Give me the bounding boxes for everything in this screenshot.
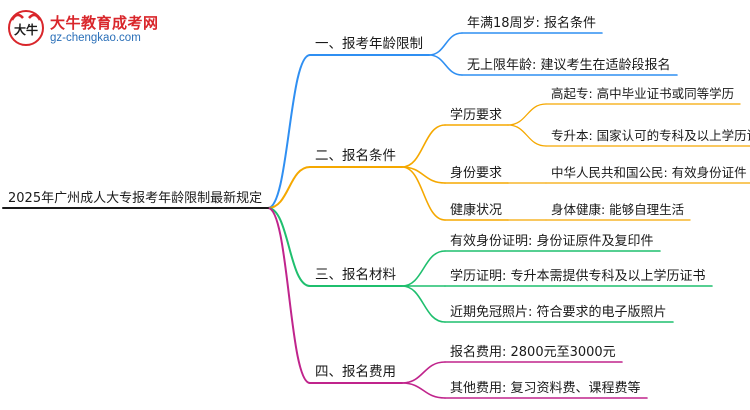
topic-identity-req: 身份要求 (450, 166, 503, 181)
branch-connector (428, 54, 463, 76)
branch-connector (267, 166, 311, 209)
topic-registration-fee: 报名费用: 2800元至3000元 (450, 345, 616, 360)
branch-connector (401, 361, 446, 384)
branch-connector (401, 285, 446, 323)
topic-age-18: 年满18周岁: 报名条件 (467, 16, 597, 31)
site-logo: 大牛 大牛教育成考网 gz-chengkao.com (6, 8, 186, 48)
topic-zhuanshengben: 专升本: 国家认可的专科及以上学历证书 (551, 128, 750, 143)
topic-citizen: 中华人民共和国公民: 有效身份证件 (551, 165, 747, 180)
logo-mark-text: 大牛 (14, 22, 38, 37)
logo-url: gz-chengkao.com (50, 32, 141, 44)
branch-connector (428, 32, 463, 56)
branch-conditions: 二、报名条件 (315, 148, 396, 164)
branch-age-limit: 一、报考年龄限制 (315, 36, 423, 52)
topic-id-proof: 有效身份证明: 身份证原件及复印件 (450, 234, 654, 249)
topic-gaoqizhuan: 高起专: 高中毕业证书或同等学历 (551, 86, 735, 101)
branch-connector (401, 124, 446, 168)
topic-education-req: 学历要求 (450, 108, 503, 123)
logo-title: 大牛教育成考网 (50, 14, 159, 32)
branch-connector (267, 54, 311, 209)
topic-healthy: 身体健康: 能够自理生活 (551, 202, 685, 217)
branch-fees: 四、报名费用 (315, 364, 396, 380)
topic-photo: 近期免冠照片: 符合要求的电子版照片 (450, 305, 667, 320)
topic-no-upper-age: 无上限年龄: 建议考生在适龄段报名 (467, 58, 671, 73)
branch-connector (507, 124, 547, 147)
bull-logo-icon: 大牛 (8, 10, 44, 46)
branch-connector (267, 207, 311, 287)
root-topic: 2025年广州成人大专报考年龄限制最新规定 (8, 191, 263, 206)
branch-connector (507, 103, 547, 126)
topic-health: 健康状况 (450, 203, 503, 218)
branch-materials: 三、报名材料 (315, 267, 396, 283)
branch-connector (401, 166, 446, 221)
branch-connector (267, 207, 311, 384)
topic-education-proof: 学历证明: 专升本需提供专科及以上学历证书 (450, 269, 706, 284)
branch-connector (401, 382, 446, 399)
branch-connector (401, 250, 446, 287)
topic-other-fees: 其他费用: 复习资料费、课程费等 (450, 381, 641, 396)
